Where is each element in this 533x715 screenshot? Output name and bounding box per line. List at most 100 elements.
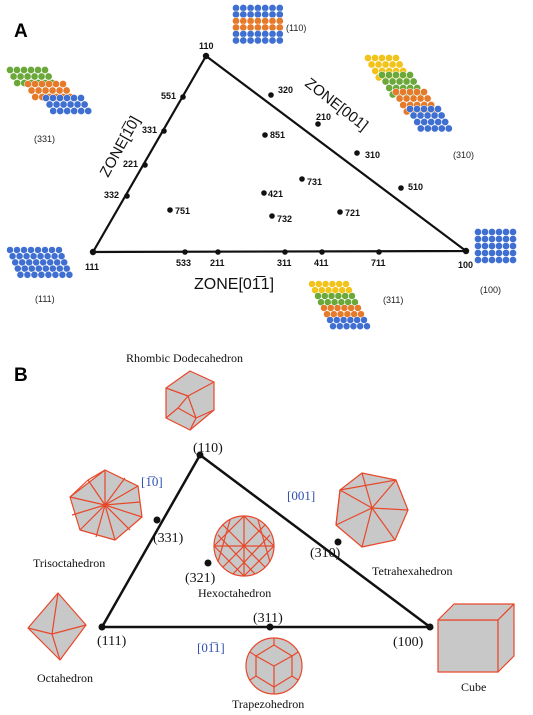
atom-surface-models [6,4,517,330]
atom-orange [268,17,277,25]
atom-blue [423,111,432,120]
shape-name-cube: Cube [461,680,486,694]
atom-blue [8,252,17,260]
atom-blue [349,322,358,330]
pole-label-110: 110 [199,41,214,51]
atom-orange [246,23,255,32]
atom-blue [55,246,63,254]
atom-blue [80,100,89,109]
atom-blue [48,246,56,254]
atom-blue [27,246,35,254]
shape-name-octahedron: Octahedron [37,671,93,685]
b-label-111: (111) [97,634,127,649]
atom-blue [52,100,61,109]
atom-blue [261,30,270,38]
atom-blue [51,271,60,279]
pole-label-533: 533 [176,258,191,268]
pole-label-721: 721 [345,208,360,218]
b-label-311: (311) [253,611,283,626]
atom-green [392,71,400,79]
atom-blue [254,10,262,19]
atom-blue [430,124,439,133]
atom-blue [77,94,85,102]
octahedron-shape [27,592,87,661]
atom-blue [254,30,262,38]
atom-green [388,77,397,86]
atom-orange [413,88,421,96]
atom-blue [333,316,341,324]
atom-orange [416,94,425,103]
pole-dot-421 [261,190,267,196]
shape-name-tetrahexahedron: Tetrahexahedron [372,564,452,578]
pole-dot-721 [337,209,343,215]
atom-blue [63,107,72,115]
atom-blue [416,124,425,133]
atom-green [378,71,386,79]
pole-label-851: 851 [270,130,285,140]
atom-green [334,292,343,300]
atom-blue [70,107,79,115]
atom-orange [52,80,60,88]
pole-label-732: 732 [277,214,292,224]
shape-name-trisoctahedron: Trisoctahedron [33,556,105,570]
atom-blue [346,316,355,324]
pole-label-210: 210 [316,112,331,122]
atom-green [385,71,393,79]
b-zone-right: [001] [287,488,315,503]
atom-model-110 [232,4,284,45]
b-zone-bottom: [01̅1] [197,640,225,655]
zone-label-a-bottom: ZONE[01̅1] [194,275,274,293]
b-label-100: (100) [393,635,424,650]
pole-dot-510 [398,185,404,191]
pole-dot-320 [268,92,274,98]
atom-blue [474,249,482,257]
atom-yellow [395,60,404,69]
pole-label-320: 320 [278,85,293,95]
atom-blue [336,322,344,330]
atom-blue [14,264,22,273]
atom-blue [246,30,255,38]
atom-blue [232,10,240,19]
atom-blue [275,10,284,19]
atom-blue [23,271,32,279]
shape-name-trapezohedron: Trapezohedron [232,697,304,711]
atom-green [385,84,394,92]
pole-dot-732 [269,213,275,219]
atom-blue [481,256,489,264]
atom-blue [49,264,57,273]
pole-dot-221 [142,162,148,168]
atom-blue [437,124,446,133]
atom-orange [395,94,404,103]
atom-model-331 [6,66,93,115]
atom-orange [48,86,57,95]
pole-dot-533 [182,249,188,255]
atom-blue [360,316,368,324]
hexoctahedron-shape [213,515,275,577]
atom-orange [239,17,248,25]
atom-blue [11,258,19,267]
cube-shape [437,603,515,673]
atom-orange [357,310,365,318]
atom-green [37,72,46,81]
atom-green [13,79,22,87]
pole-label-551: 551 [161,91,176,101]
atom-orange [45,80,53,88]
trisoctahedron-shape [69,469,143,541]
atom-blue [239,30,248,38]
pole-dot-551 [180,94,186,100]
atom-blue [406,105,414,113]
atom-blue [32,258,40,267]
atom-blue [502,249,510,257]
atom-blue [427,118,436,126]
atom-orange [333,304,342,312]
atom-orange [340,304,349,312]
atom-orange [254,23,262,32]
atom-orange [420,88,428,96]
atom-orange [34,86,43,95]
atom-model-310 [364,54,453,133]
atom-blue [239,10,248,19]
panel-b-stereographic-triangle [99,453,434,629]
atom-green [16,72,25,81]
b-dot-111 [98,623,106,631]
